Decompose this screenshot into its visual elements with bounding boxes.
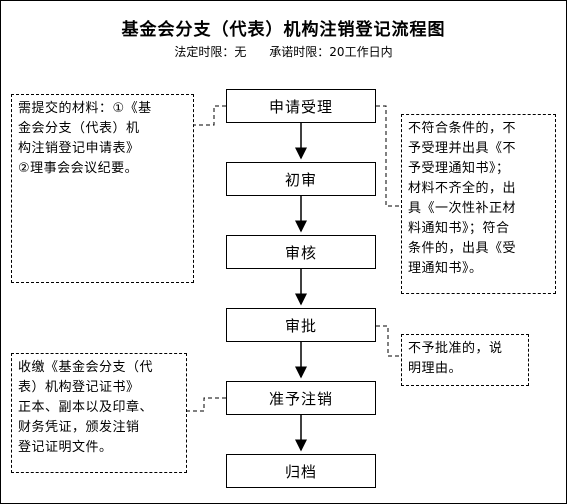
- note-line: 登记证明文件。: [18, 440, 113, 455]
- note-line: 构注销登记申请表》: [18, 141, 140, 156]
- leader-collection: [187, 397, 226, 412]
- note-line: 材料不齐全的，出: [408, 181, 517, 196]
- note-line: 具《一次性补正材: [408, 201, 517, 216]
- step-application: 申请受理: [226, 89, 376, 123]
- note-line: 不符合条件的，不: [408, 121, 517, 136]
- note-line: 金会分支（代表）机: [18, 121, 140, 136]
- note-line: 表）机构登记证书》: [18, 380, 140, 395]
- note-required-materials: 需提交的材料：①《基 金会分支（代表）机 构注销登记申请表》 ②理事会会议纪要。: [11, 94, 194, 283]
- time-limit-subtitle: 法定时限：无 承诺时限：20工作日内: [174, 45, 393, 59]
- note-line: 予受理通知书》；: [408, 161, 510, 176]
- note-rejection-reason: 不予批准的，说 明理由。: [401, 334, 529, 386]
- note-line: 收缴《基金会分支（代: [18, 360, 154, 375]
- note-line: 理通知书》。: [408, 261, 483, 276]
- note-line: 不予批准的，说: [408, 341, 503, 356]
- note-line: 需提交的材料：①《基: [18, 101, 152, 116]
- note-line: 明理由。: [408, 361, 463, 376]
- note-acceptance-conditions: 不符合条件的，不 予受理并出具《不 予受理通知书》； 材料不齐全的，出 具《一次…: [401, 114, 556, 294]
- note-line: 予受理并出具《不: [408, 141, 517, 156]
- leader-approval: [376, 325, 401, 357]
- step-preliminary-review: 初审: [226, 162, 376, 196]
- leader-acceptance: [376, 105, 401, 207]
- step-audit: 审核: [226, 235, 376, 269]
- note-line: 条件的，出具《受: [408, 241, 517, 256]
- step-cancellation-granted: 准予注销: [226, 381, 376, 415]
- page-title: 基金会分支（代表）机构注销登记流程图: [121, 20, 446, 40]
- step-approval: 审批: [226, 308, 376, 342]
- note-line: 料通知书》；符合: [408, 221, 510, 236]
- leader-materials: [194, 105, 226, 126]
- note-line: 财务凭证，颁发注销: [18, 420, 140, 435]
- note-certificate-collection: 收缴《基金会分支（代 表）机构登记证书》 正本、副本以及印章、 财务凭证，颁发注…: [11, 353, 187, 473]
- step-archive: 归档: [226, 454, 376, 488]
- note-line: ②理事会会议纪要。: [18, 161, 139, 176]
- note-line: 正本、副本以及印章、: [18, 400, 154, 415]
